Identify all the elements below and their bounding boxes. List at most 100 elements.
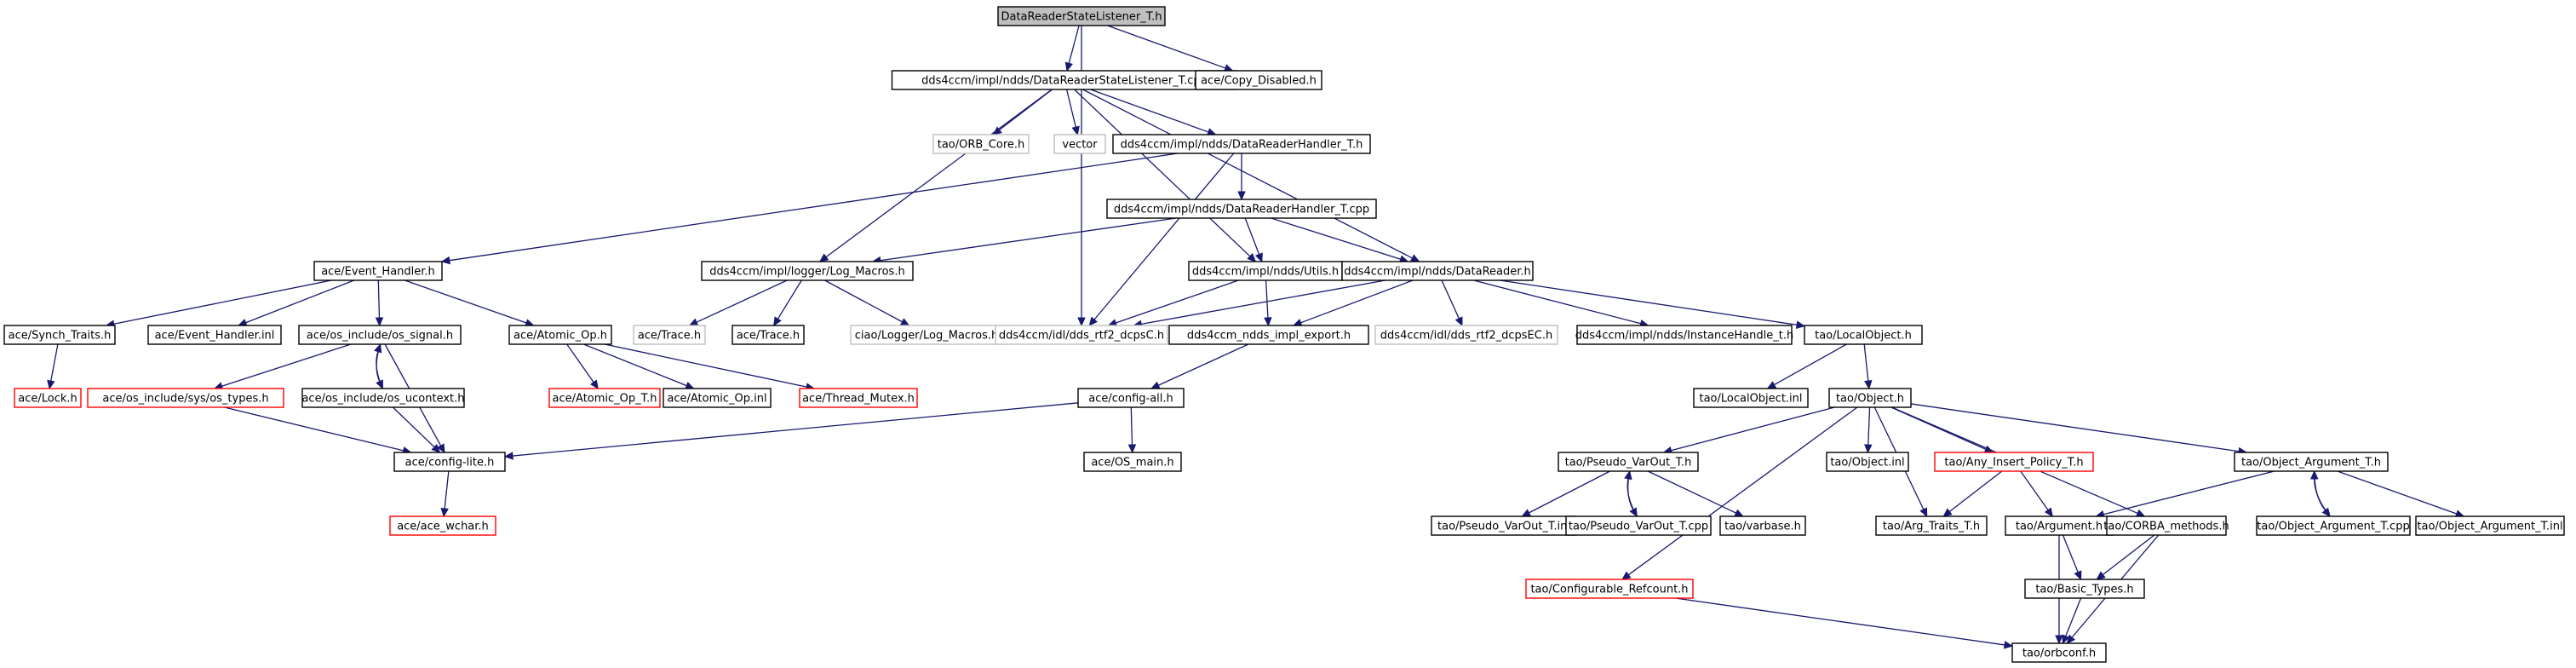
node-os-signal[interactable]: ace/os_include/os_signal.h (298, 325, 462, 345)
node-box[interactable] (14, 388, 82, 408)
node-box[interactable] (2024, 579, 2145, 599)
node-varbase[interactable]: tao/varbase.h (1719, 515, 1806, 536)
node-box[interactable] (1719, 515, 1806, 536)
node-box[interactable] (87, 388, 284, 408)
node-box[interactable] (1828, 388, 1912, 408)
edge-drh_cpp-to-datareader (1271, 217, 1401, 260)
node-copy-disabled[interactable]: ace/Copy_Disabled.h (1195, 70, 1322, 90)
node-drh-h[interactable]: dds4ccm/impl/ndds/DataReaderHandler_T.h (1112, 134, 1371, 154)
node-vector[interactable]: vector (1053, 134, 1106, 154)
node-event-handler-inl[interactable]: ace/Event_Handler.inl (147, 325, 282, 345)
node-pseudo-varout-cpp[interactable]: tao/Pseudo_VarOut_T.cpp (1565, 515, 1712, 536)
node-root[interactable]: DataReaderStateListener_T.h (997, 6, 1166, 26)
node-box[interactable] (1693, 388, 1809, 408)
node-synch-traits[interactable]: ace/Synch_Traits.h (3, 325, 116, 345)
node-os-main[interactable]: ace/OS_main.h (1083, 452, 1182, 472)
node-box[interactable] (2256, 515, 2411, 536)
node-any-insert[interactable]: tao/Any_Insert_Policy_T.h (1934, 452, 2094, 472)
node-drh-cpp[interactable]: dds4ccm/impl/ndds/DataReaderHandler_T.cp… (1106, 199, 1377, 219)
node-label: ace/config-lite.h (405, 457, 495, 469)
node-local-object-inl[interactable]: tao/LocalObject.inl (1693, 388, 1809, 408)
node-orbconf[interactable]: tao/orbconf.h (2011, 642, 2107, 663)
node-box[interactable] (1374, 325, 1558, 345)
node-trace-ghost[interactable]: ace/Trace.h (633, 325, 706, 345)
node-atomic-op[interactable]: ace/Atomic_Op.h (508, 325, 612, 345)
node-box[interactable] (701, 261, 914, 281)
node-dds-rtf2-ec[interactable]: dds4ccm/idl/dds_rtf2_dcpsEC.h (1374, 325, 1558, 345)
node-datareader[interactable]: dds4ccm/impl/ndds/DataReader.h (1341, 261, 1534, 281)
node-drsl-cpp[interactable]: dds4ccm/impl/ndds/DataReaderStateListene… (891, 70, 1238, 90)
node-box[interactable] (508, 325, 612, 345)
node-os-ucontext[interactable]: ace/os_include/os_ucontext.h (301, 388, 465, 408)
node-box[interactable] (1341, 261, 1534, 281)
node-box[interactable] (633, 325, 706, 345)
node-box[interactable] (1053, 134, 1106, 154)
node-object-arg-inl[interactable]: tao/Object_Argument_T.inl (2415, 515, 2565, 536)
node-ciao-log[interactable]: ciao/Logger/Log_Macros.h (850, 325, 1003, 345)
node-box[interactable] (997, 6, 1166, 26)
node-box[interactable] (1525, 579, 1694, 599)
node-box[interactable] (389, 515, 496, 536)
node-box[interactable] (1875, 515, 1988, 536)
node-thread-mutex[interactable]: ace/Thread_Mutex.h (799, 388, 918, 408)
node-box[interactable] (1565, 515, 1712, 536)
node-box[interactable] (393, 452, 506, 472)
node-object[interactable]: tao/Object.h (1828, 388, 1912, 408)
node-box[interactable] (3, 325, 116, 345)
node-utils[interactable]: dds4ccm/impl/ndds/Utils.h (1188, 261, 1343, 281)
node-box[interactable] (731, 325, 805, 345)
node-box[interactable] (1083, 452, 1182, 472)
node-box[interactable] (663, 388, 772, 408)
node-box[interactable] (298, 325, 462, 345)
node-atomic-op-inl[interactable]: ace/Atomic_Op.inl (663, 388, 772, 408)
node-basic-types[interactable]: tao/Basic_Types.h (2024, 579, 2145, 599)
node-box[interactable] (2415, 515, 2565, 536)
node-configurable-refcount[interactable]: tao/Configurable_Refcount.h (1525, 579, 1694, 599)
node-label: dds4ccm/impl/ndds/DataReader.h (1344, 266, 1531, 279)
node-box[interactable] (932, 134, 1030, 154)
node-event-handler[interactable]: ace/Event_Handler.h (313, 261, 443, 281)
node-ace-wchar[interactable]: ace/ace_wchar.h (389, 515, 496, 536)
edge-local_object-to-object (1863, 343, 1869, 382)
node-config-lite[interactable]: ace/config-lite.h (393, 452, 506, 472)
node-box[interactable] (1934, 452, 2094, 472)
node-box[interactable] (1558, 452, 1699, 472)
node-config-all[interactable]: ace/config-all.h (1077, 388, 1185, 408)
node-atomic-op-t[interactable]: ace/Atomic_Op_T.h (548, 388, 661, 408)
node-ndds-export[interactable]: dds4ccm_ndds_impl_export.h (1168, 325, 1369, 345)
node-box[interactable] (548, 388, 661, 408)
node-box[interactable] (313, 261, 443, 281)
node-corba-methods[interactable]: tao/CORBA_methods.h (2103, 515, 2229, 536)
node-object-arg-cpp[interactable]: tao/Object_Argument_T.cpp (2256, 515, 2411, 536)
node-pseudo-varout[interactable]: tao/Pseudo_VarOut_T.h (1558, 452, 1699, 472)
node-box[interactable] (1826, 452, 1909, 472)
node-box[interactable] (995, 325, 1168, 345)
node-trace[interactable]: ace/Trace.h (731, 325, 805, 345)
node-box[interactable] (2234, 452, 2389, 472)
node-box[interactable] (301, 388, 465, 408)
node-orb-core[interactable]: tao/ORB_Core.h (932, 134, 1030, 154)
node-object-arg[interactable]: tao/Object_Argument_T.h (2234, 452, 2389, 472)
node-box[interactable] (1195, 70, 1322, 90)
node-dds-rtf2[interactable]: dds4ccm/idl/dds_rtf2_dcpsC.h (995, 325, 1168, 345)
node-sys-types[interactable]: ace/os_include/sys/os_types.h (87, 388, 284, 408)
node-object-inl[interactable]: tao/Object.inl (1826, 452, 1909, 472)
node-instance-handle[interactable]: dds4ccm/impl/ndds/InstanceHandle_t.h (1575, 325, 1793, 345)
node-arg-traits[interactable]: tao/Arg_Traits_T.h (1875, 515, 1988, 536)
node-box[interactable] (2106, 515, 2227, 536)
node-box[interactable] (1168, 325, 1369, 345)
node-box[interactable] (1106, 199, 1377, 219)
arrowhead-object_arg_cpp-to-object_arg (2309, 469, 2319, 480)
node-local-object[interactable]: tao/LocalObject.h (1804, 325, 1923, 345)
node-argument[interactable]: tao/Argument.h (2005, 515, 2114, 536)
node-box[interactable] (2011, 642, 2107, 663)
node-lock[interactable]: ace/Lock.h (14, 388, 82, 408)
node-box[interactable] (799, 388, 918, 408)
node-box[interactable] (147, 325, 282, 345)
node-box[interactable] (1576, 325, 1793, 345)
node-box[interactable] (1077, 388, 1185, 408)
node-box[interactable] (1112, 134, 1371, 154)
node-log-macros[interactable]: dds4ccm/impl/logger/Log_Macros.h (701, 261, 914, 281)
node-pseudo-varout-inl[interactable]: tao/Pseudo_VarOut_T.inl (1431, 515, 1577, 536)
node-box[interactable] (1804, 325, 1923, 345)
